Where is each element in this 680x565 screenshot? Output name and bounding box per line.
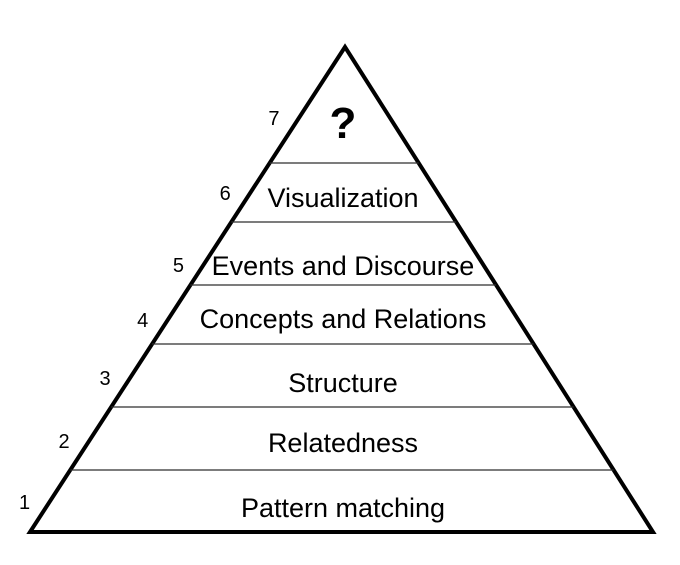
level-2-label: Relatedness (268, 428, 418, 458)
level-6-label: Visualization (267, 183, 418, 213)
level-3-label: Structure (288, 368, 398, 398)
level-5-label: Events and Discourse (212, 251, 475, 281)
level-3-number: 3 (99, 368, 110, 390)
level-4-label: Concepts and Relations (200, 304, 487, 334)
level-7-number: 7 (268, 108, 279, 130)
level-5-number: 5 (173, 255, 184, 277)
level-1-number: 1 (19, 492, 30, 514)
level-6-number: 6 (220, 183, 231, 205)
level-4-number: 4 (137, 310, 148, 332)
pyramid-outline (26, 43, 657, 534)
level-7-label: ? (330, 99, 357, 148)
level-1-label: Pattern matching (241, 493, 445, 523)
level-2-number: 2 (59, 431, 70, 453)
